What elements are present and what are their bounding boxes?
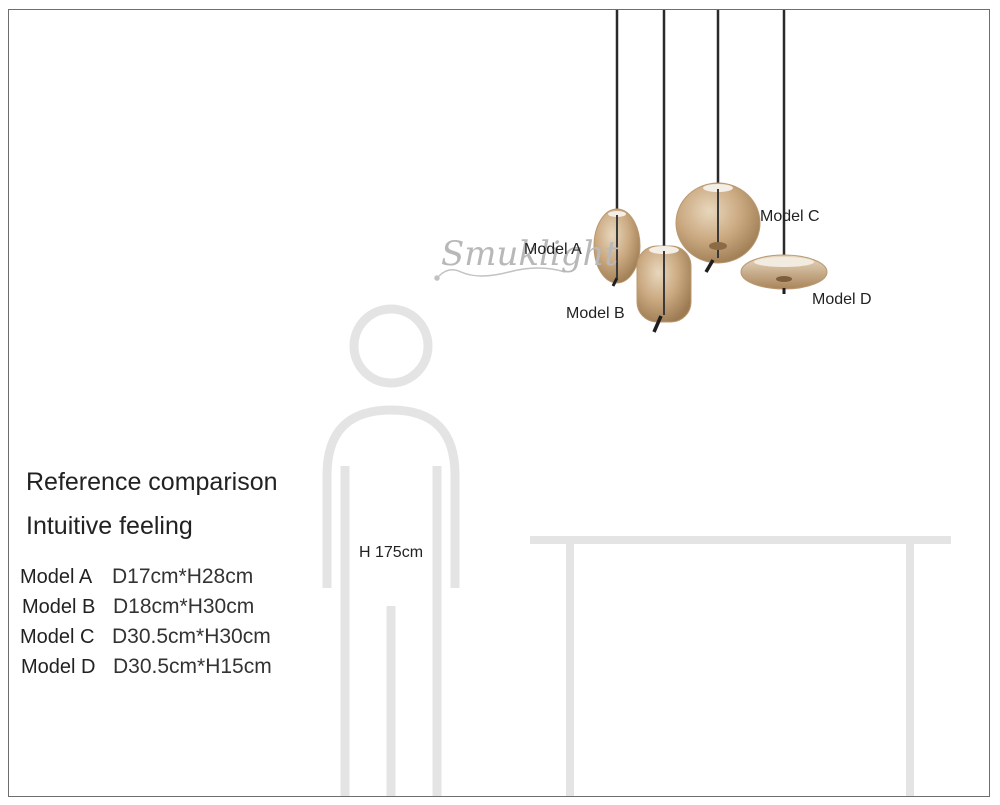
lamp-model-d	[740, 254, 828, 294]
scene-illustration	[322, 10, 951, 796]
product-image-frame: Smuklight Model A Model B Model C Model …	[8, 9, 990, 797]
heading-intuitive-feeling: Intuitive feeling	[26, 512, 193, 540]
lamp-label-d: Model D	[812, 291, 872, 308]
person-height-label: H 175cm	[359, 544, 424, 561]
heading-reference-comparison: Reference comparison	[26, 468, 278, 496]
spec-dims-d: D30.5cm*H15cm	[113, 655, 272, 678]
lamp-model-a	[593, 208, 641, 287]
watermark-swoosh	[434, 267, 566, 281]
lamp-model-b	[636, 245, 692, 333]
lamp-label-a: Model A	[524, 241, 582, 258]
lamp-model-c	[675, 182, 761, 273]
spec-model-b: Model B	[22, 596, 96, 618]
person-silhouette	[322, 304, 460, 796]
spec-model-a: Model A	[20, 566, 93, 588]
person-body	[322, 405, 460, 588]
spec-model-c: Model C	[20, 626, 95, 648]
spec-dims-a: D17cm*H28cm	[112, 565, 254, 588]
person-head	[349, 304, 433, 388]
pendant-cords	[615, 10, 786, 255]
lamp-label-c: Model C	[760, 208, 820, 225]
spec-dims-b: D18cm*H30cm	[113, 595, 255, 618]
spec-model-d: Model D	[21, 656, 96, 678]
spec-dims-c: D30.5cm*H30cm	[112, 625, 271, 648]
lamp-label-b: Model B	[566, 305, 625, 322]
table-silhouette	[530, 536, 951, 796]
watermark-logo-text: Smuklight	[441, 234, 619, 274]
